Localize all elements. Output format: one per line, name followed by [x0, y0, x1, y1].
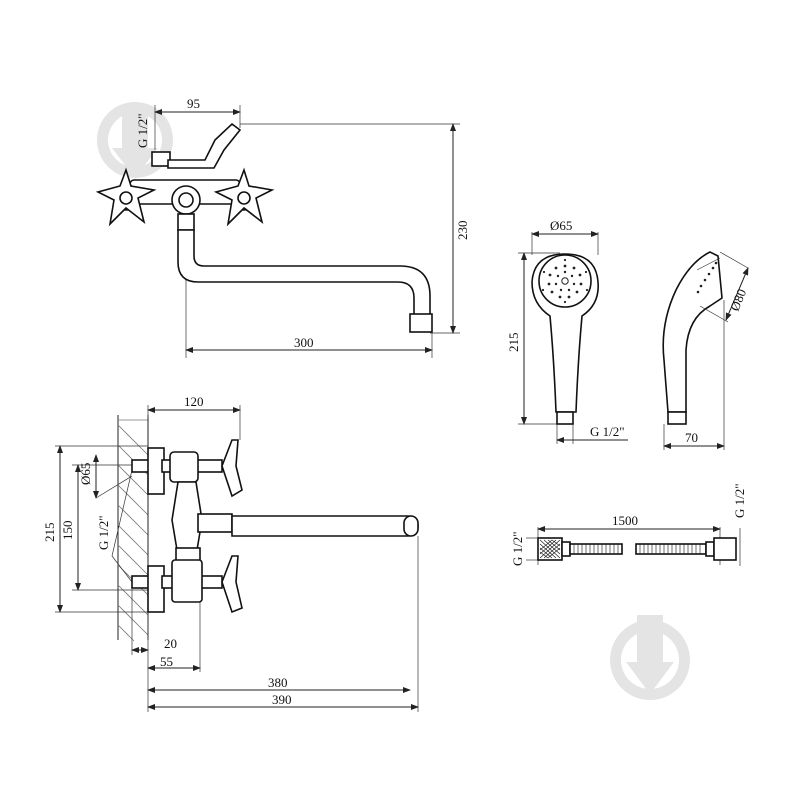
wall-hatch — [117, 415, 149, 642]
side-nozzles — [696, 261, 718, 294]
top-view: 95 G 1/2" 230 300 — [95, 96, 470, 358]
dim-55: 55 — [160, 654, 173, 669]
dim-230: 230 — [455, 221, 470, 241]
hand-shower: Ø65 215 G 1/2" — [506, 218, 749, 450]
dim-300: 300 — [294, 335, 314, 350]
dim-70: 70 — [685, 430, 698, 445]
dim-1500: 1500 — [612, 513, 638, 528]
thread-label-hose-left: G 1/2" — [510, 531, 525, 566]
dim-20: 20 — [164, 636, 177, 651]
thread-label-shower: G 1/2" — [590, 424, 625, 439]
side-view: 120 215 150 Ø65 G 1/2" — [42, 394, 419, 712]
spray-nozzles — [541, 258, 589, 304]
dim-390: 390 — [272, 692, 292, 707]
hose: 1500 G 1/2" G 1/2" — [510, 483, 747, 566]
dim-diameter-head: Ø65 — [550, 218, 572, 233]
thread-label-hose-right: G 1/2" — [732, 483, 747, 518]
thread-label-top: G 1/2" — [135, 113, 150, 148]
dim-380: 380 — [268, 675, 288, 690]
dim-diameter-side: Ø65 — [78, 463, 93, 485]
dim-215-side: 215 — [42, 523, 57, 543]
dim-215-shower: 215 — [506, 333, 521, 353]
watermark-logo-bottom — [610, 615, 690, 700]
dim-120: 120 — [184, 394, 204, 409]
dim-diameter-80: Ø80 — [727, 287, 749, 313]
dim-95: 95 — [187, 96, 200, 111]
watermark-logo-top — [97, 102, 173, 178]
thread-label-side: G 1/2" — [96, 515, 111, 550]
dim-150: 150 — [60, 521, 75, 541]
